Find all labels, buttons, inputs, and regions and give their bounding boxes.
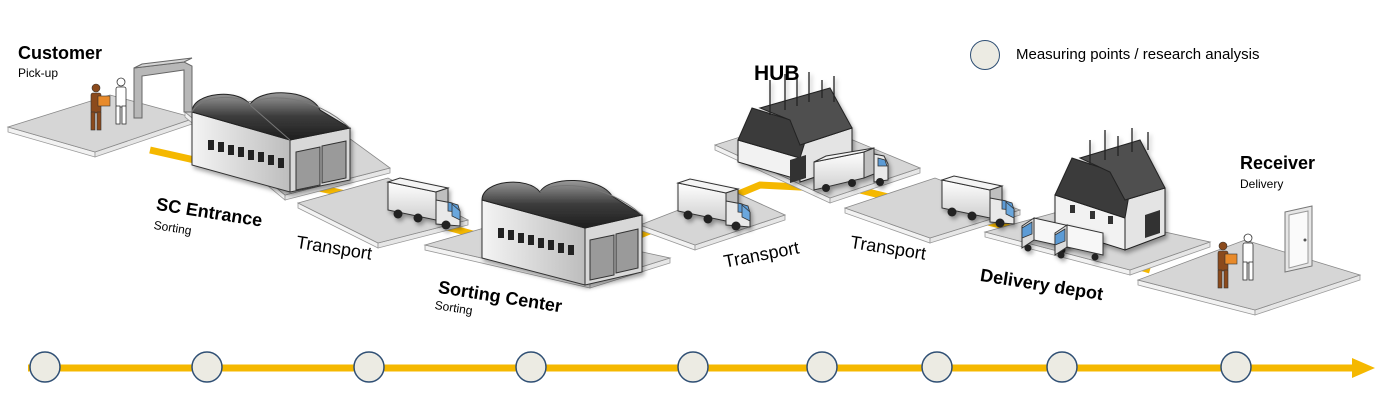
trucks (386, 147, 1104, 261)
van-icon-2 (1054, 224, 1104, 261)
truck-icon-2 (676, 178, 751, 231)
measuring-points (29, 351, 1252, 383)
sc-entrance-warehouse-icon (191, 92, 352, 193)
truck-icon-3 (940, 175, 1015, 228)
courier-person-icon-pickup (90, 83, 111, 131)
receiver-subtitle: Delivery (1240, 177, 1284, 191)
customer-person-icon (115, 77, 127, 125)
legend-marker (970, 40, 1000, 70)
measuring-point-8 (1046, 351, 1078, 383)
measuring-point-7 (921, 351, 953, 383)
delivery-depot-building-icon (1054, 128, 1166, 251)
measuring-point-1 (29, 351, 61, 383)
arrow-right-icon (1352, 358, 1375, 378)
measuring-point-4 (515, 351, 547, 383)
customer-subtitle: Pick-up (18, 66, 59, 80)
door-icon (1284, 205, 1313, 273)
measuring-point-3 (353, 351, 385, 383)
hub-truck-icon (813, 147, 889, 192)
legend-label: Measuring points / research analysis (1016, 46, 1260, 63)
truck-icon-1 (386, 177, 461, 230)
receiver-person-icon (1242, 233, 1254, 281)
measuring-point-2 (191, 351, 223, 383)
courier-person-icon-delivery (1217, 241, 1238, 289)
measuring-point-9 (1220, 351, 1252, 383)
timeline (28, 351, 1375, 383)
receiver-title: Receiver (1240, 153, 1316, 173)
people (90, 77, 1254, 289)
customer-title: Customer (18, 43, 103, 63)
sorting-center-warehouse-icon (481, 180, 644, 286)
gate-icon (133, 57, 193, 119)
hub-title: HUB (754, 62, 800, 85)
measuring-point-6 (806, 351, 838, 383)
measuring-point-5 (677, 351, 709, 383)
